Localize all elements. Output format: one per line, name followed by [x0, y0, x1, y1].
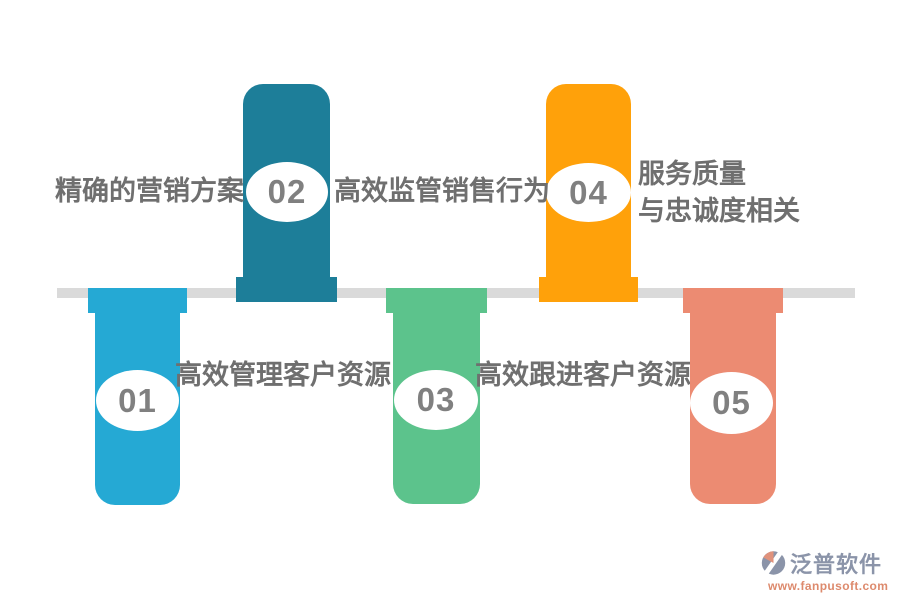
pillar-02-number-badge: 02 — [246, 162, 328, 222]
pillar-03-number: 03 — [416, 381, 456, 418]
brand-url: www.fanpusoft.com — [768, 579, 889, 593]
pillar-03-label: 高效跟进客户资源 — [475, 360, 691, 390]
pillar-02-label: 精确的营销方案 — [55, 176, 244, 206]
pillar-01-label: 高效管理客户资源 — [175, 360, 391, 390]
pillar-05-number: 05 — [712, 384, 751, 421]
brand-name: 泛普软件 — [790, 552, 883, 577]
fanpu-logo-icon — [760, 549, 787, 577]
pillar-02-number: 02 — [267, 173, 307, 210]
pillar-04-flange — [539, 277, 638, 302]
pillar-04-number: 04 — [569, 173, 608, 211]
pillar-01-number-badge: 01 — [96, 370, 179, 431]
pillar-01-number: 01 — [118, 381, 157, 419]
pillar-04-label: 高效监管销售行为 — [334, 176, 550, 206]
pillar-05-number-badge: 05 — [690, 372, 773, 434]
brand-footer: 泛普软件 www.fanpusoft.com — [760, 547, 888, 593]
pillar-05-label: 服务质量 与忠诚度相关 — [638, 159, 800, 226]
pillar-02-flange — [236, 277, 337, 302]
pillar-04-number-badge: 04 — [546, 163, 631, 222]
pillar-03-number-badge: 03 — [394, 370, 478, 430]
